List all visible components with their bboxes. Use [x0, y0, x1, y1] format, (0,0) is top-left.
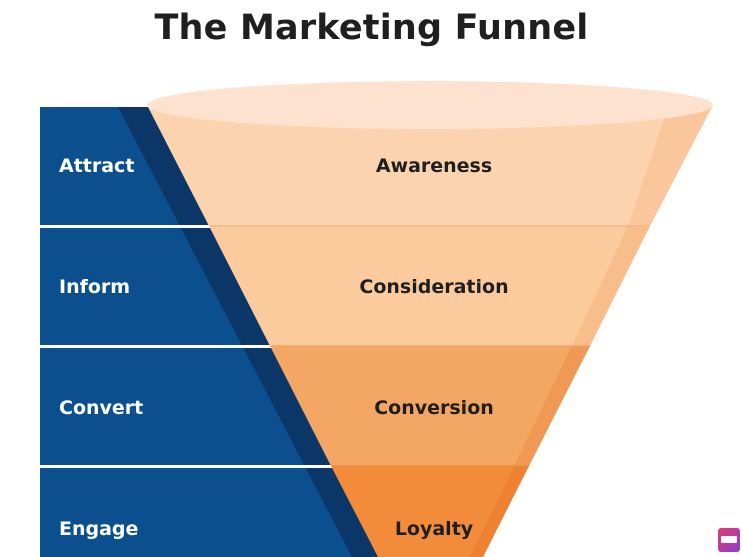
funnel-top-rim	[147, 81, 713, 129]
funnel-right-shade-1	[628, 107, 712, 226]
stage-label-attract: Attract	[59, 155, 134, 177]
funnel-segment-consideration	[209, 226, 650, 346]
funnel-right-shade-4	[470, 466, 529, 557]
stage-label-convert: Convert	[59, 397, 143, 419]
funnel-label-loyalty: Loyalty	[395, 518, 474, 540]
funnel-label-consideration: Consideration	[359, 276, 508, 298]
watermark-logo-icon	[718, 528, 740, 552]
page-title: The Marketing Funnel	[154, 8, 589, 48]
funnel-edge-shadow	[118, 107, 382, 557]
funnel-segment-conversion	[270, 346, 590, 466]
stage-label-inform: Inform	[59, 276, 130, 298]
funnel-label-awareness: Awareness	[376, 155, 492, 177]
funnel-right-shade-2	[572, 226, 650, 346]
funnel-segment-loyalty	[331, 466, 529, 557]
funnel-label-conversion: Conversion	[374, 397, 494, 419]
stage-label-engage: Engage	[59, 518, 138, 540]
funnel-right-shade-3	[514, 346, 590, 466]
funnel-segment-awareness	[148, 107, 712, 226]
